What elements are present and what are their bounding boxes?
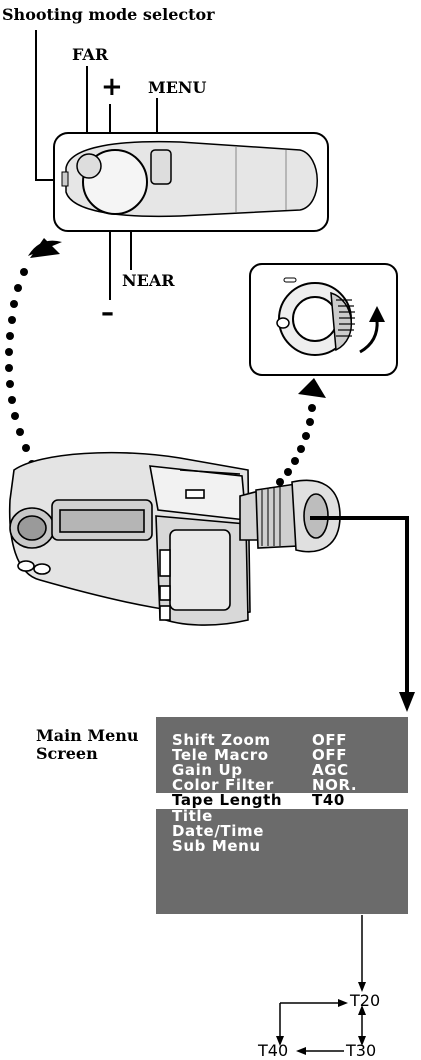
menu-item-value: T40 xyxy=(312,791,345,809)
main-menu-label-line1: Main Menu xyxy=(36,726,139,745)
minus-label: – xyxy=(101,298,114,328)
far-label: FAR xyxy=(72,45,109,64)
menu-row-sub-menu[interactable]: Sub Menu xyxy=(156,839,408,854)
main-menu-label-line2: Screen xyxy=(36,744,98,763)
tape-t20-label: T20 xyxy=(350,991,381,1010)
menu-row-tape-length[interactable]: Tape Length T40 xyxy=(156,793,408,809)
menu-item-name: Sub Menu xyxy=(172,837,261,855)
menu-row-tele-macro[interactable]: Tele Macro OFF xyxy=(156,748,408,763)
menu-label: MENU xyxy=(148,78,207,97)
far-button xyxy=(76,153,102,179)
mode-dial-inset xyxy=(249,263,398,376)
menu-item-name: Title xyxy=(172,807,213,825)
viewfinder-arrowhead xyxy=(399,692,415,712)
menu-item-name: Tele Macro xyxy=(172,746,269,764)
viewfinder-arrow xyxy=(310,516,409,695)
menu-row-shift-zoom[interactable]: Shift Zoom OFF xyxy=(156,733,408,748)
menu-item-value: NOR. xyxy=(312,776,358,794)
menu-item-name: Shift Zoom xyxy=(172,731,271,749)
menu-item-name: Color Filter xyxy=(172,776,274,794)
tape-t40-label: T40 xyxy=(258,1041,289,1060)
menu-item-value: OFF xyxy=(312,731,348,749)
menu-item-name: Gain Up xyxy=(172,761,243,779)
menu-item-value: OFF xyxy=(312,746,348,764)
near-label: NEAR xyxy=(122,271,175,290)
menu-row-title[interactable]: Title xyxy=(156,809,408,824)
menu-row-gain-up[interactable]: Gain Up AGC xyxy=(156,763,408,778)
menu-row-date-time[interactable]: Date/Time xyxy=(156,824,408,839)
tape-cycle-arrows xyxy=(276,915,366,1055)
main-menu-label: Main Menu Screen xyxy=(36,727,139,763)
control-panel-box xyxy=(53,132,329,232)
menu-item-name: Date/Time xyxy=(172,822,264,840)
camcorder xyxy=(8,451,341,626)
plus-label: + xyxy=(101,72,123,102)
main-menu-screen: Shift Zoom OFF Tele Macro OFF Gain Up AG… xyxy=(156,717,408,914)
menu-row-color-filter[interactable]: Color Filter NOR. xyxy=(156,778,408,793)
shooting-mode-selector-label: Shooting mode selector xyxy=(2,5,215,24)
menu-item-value: AGC xyxy=(312,761,349,779)
tape-t30-label: T30 xyxy=(346,1041,377,1060)
menu-item-name: Tape Length xyxy=(172,791,283,809)
menu-button xyxy=(150,149,172,185)
